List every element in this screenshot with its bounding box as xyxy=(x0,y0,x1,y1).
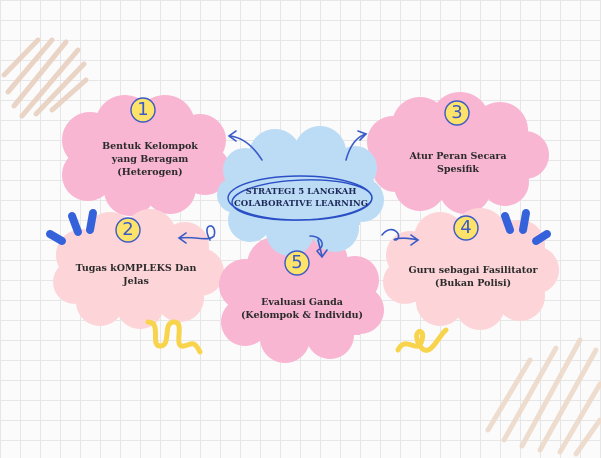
arrow-to-step-3 xyxy=(345,133,367,161)
step-4-line-2: (Bukan Polisi) xyxy=(434,278,512,289)
step-2-line-2: Jelas xyxy=(123,276,149,287)
cloud-step-1 xyxy=(62,95,230,216)
center-title-line-2: COLABORATIVE LEARNING xyxy=(234,199,368,209)
scribble-decoration-top-left xyxy=(1,37,89,119)
step-1-line-1: Bentuk Kelompok xyxy=(102,141,198,152)
accent-dashes-right xyxy=(501,209,551,245)
step-1-label: Bentuk Kelompok yang Beragam (Heterogen) xyxy=(80,140,220,179)
arrows xyxy=(177,130,420,259)
arrow-to-step-4-head xyxy=(410,234,420,246)
center-title: STRATEGI 5 LANGKAH COLABORATIVE LEARNING xyxy=(232,186,370,210)
number-badge-4 xyxy=(453,215,479,241)
step-4-line-1: Guru sebagai Fasilitator xyxy=(408,265,538,276)
step-2-number: 2 xyxy=(122,219,134,240)
step-5-number: 5 xyxy=(291,252,303,273)
step-3-label: Atur Peran Secara Spesifik xyxy=(388,150,528,176)
squiggle-left xyxy=(145,319,203,355)
number-badge-2 xyxy=(115,217,141,243)
step-1-line-3: (Heterogen) xyxy=(117,167,183,178)
cloud-step-2 xyxy=(53,209,224,329)
accent-dashes-left xyxy=(46,209,97,245)
arrow-to-step-3-head xyxy=(357,130,368,141)
step-1-number: 1 xyxy=(137,99,149,120)
step-2-line-1: Tugas kOMPLEKS Dan xyxy=(75,263,197,274)
arrow-to-step-4 xyxy=(381,228,419,241)
squiggle-right xyxy=(395,327,449,353)
step-5-line-1: Evaluasi Ganda xyxy=(261,297,343,308)
step-5-label: Evaluasi Ganda (Kelompok & Individu) xyxy=(232,296,372,322)
step-3-line-2: Spesifik xyxy=(437,164,479,175)
number-badge-5 xyxy=(284,250,310,276)
center-title-line-1: STRATEGI 5 LANGKAH xyxy=(245,187,357,197)
arrow-to-step-5 xyxy=(309,235,323,257)
step-3-number: 3 xyxy=(451,102,463,123)
number-badge-1 xyxy=(130,97,156,123)
number-badges xyxy=(115,97,479,276)
cloud-step-3 xyxy=(367,92,549,214)
arrow-to-step-2 xyxy=(179,225,216,241)
step-1-line-2: yang Beragam xyxy=(111,154,189,165)
step-5-line-2: (Kelompok & Individu) xyxy=(240,310,364,321)
step-3-line-1: Atur Peran Secara xyxy=(409,151,507,162)
step-4-number: 4 xyxy=(460,217,472,238)
number-badge-3 xyxy=(444,100,470,126)
step-4-label: Guru sebagai Fasilitator (Bukan Polisi) xyxy=(398,264,548,290)
arrow-to-step-1 xyxy=(229,135,263,161)
arrow-to-step-2-head xyxy=(177,232,187,244)
arrow-to-step-1-head xyxy=(227,130,237,142)
step-2-label: Tugas kOMPLEKS Dan Jelas xyxy=(66,262,206,288)
scribble-decoration-bottom-right xyxy=(485,337,601,457)
center-scribble-ring xyxy=(227,175,373,221)
arrow-to-step-5-head xyxy=(316,249,328,259)
